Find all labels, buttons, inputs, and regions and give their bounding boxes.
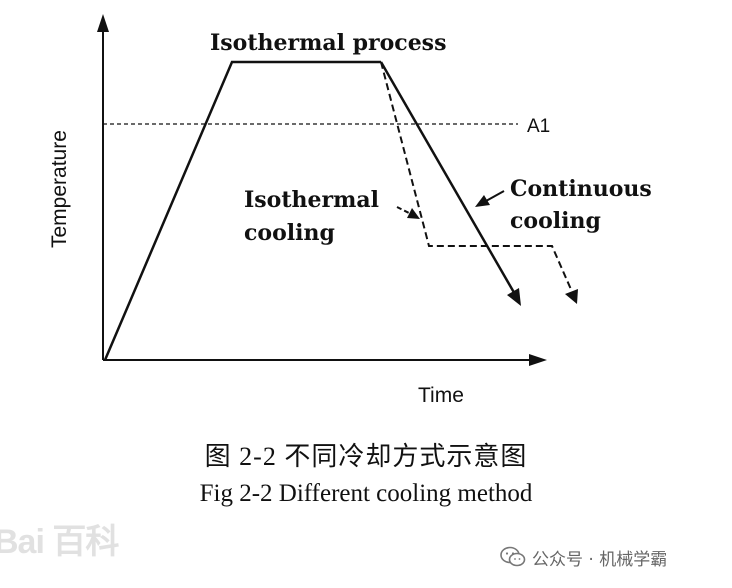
continuous-cooling-pointer: [485, 190, 505, 202]
continuous-cooling-pointer-arrow-icon: [475, 195, 490, 207]
continuous-cooling-curve: [379, 61, 518, 297]
label-isothermal-cooling-line1: Isothermal: [244, 187, 379, 213]
continuous-cooling-arrowhead-icon: [507, 288, 521, 306]
label-continuous-cooling-line1: Continuous: [510, 176, 652, 202]
heating-and-hold-curve: [103, 60, 381, 361]
label-a1: A1: [527, 116, 550, 137]
x-axis-label: Time: [418, 384, 464, 407]
isothermal-cooling-arrowhead-icon: [565, 289, 578, 304]
baidu-watermark: Bai 百科: [0, 523, 119, 561]
caption-chinese: 图 2-2 不同冷却方式示意图: [204, 442, 528, 471]
isothermal-cooling-pointer: [396, 206, 412, 215]
account-watermark-text: 公众号 · 机械学霸: [532, 549, 668, 570]
caption-english: Fig 2-2 Different cooling method: [199, 480, 533, 507]
label-isothermal-cooling-line2: cooling: [244, 220, 335, 246]
y-axis-arrow-icon: [97, 14, 109, 32]
x-axis-arrow-icon: [529, 354, 547, 366]
account-watermark: 公众号 · 机械学霸: [500, 543, 667, 571]
isothermal-cooling-pointer-arrow-icon: [407, 208, 420, 219]
y-axis-label: Temperature: [48, 130, 71, 248]
wechat-icon: [500, 546, 526, 567]
label-continuous-cooling-line2: cooling: [510, 208, 601, 234]
label-isothermal-process: Isothermal process: [210, 30, 446, 56]
